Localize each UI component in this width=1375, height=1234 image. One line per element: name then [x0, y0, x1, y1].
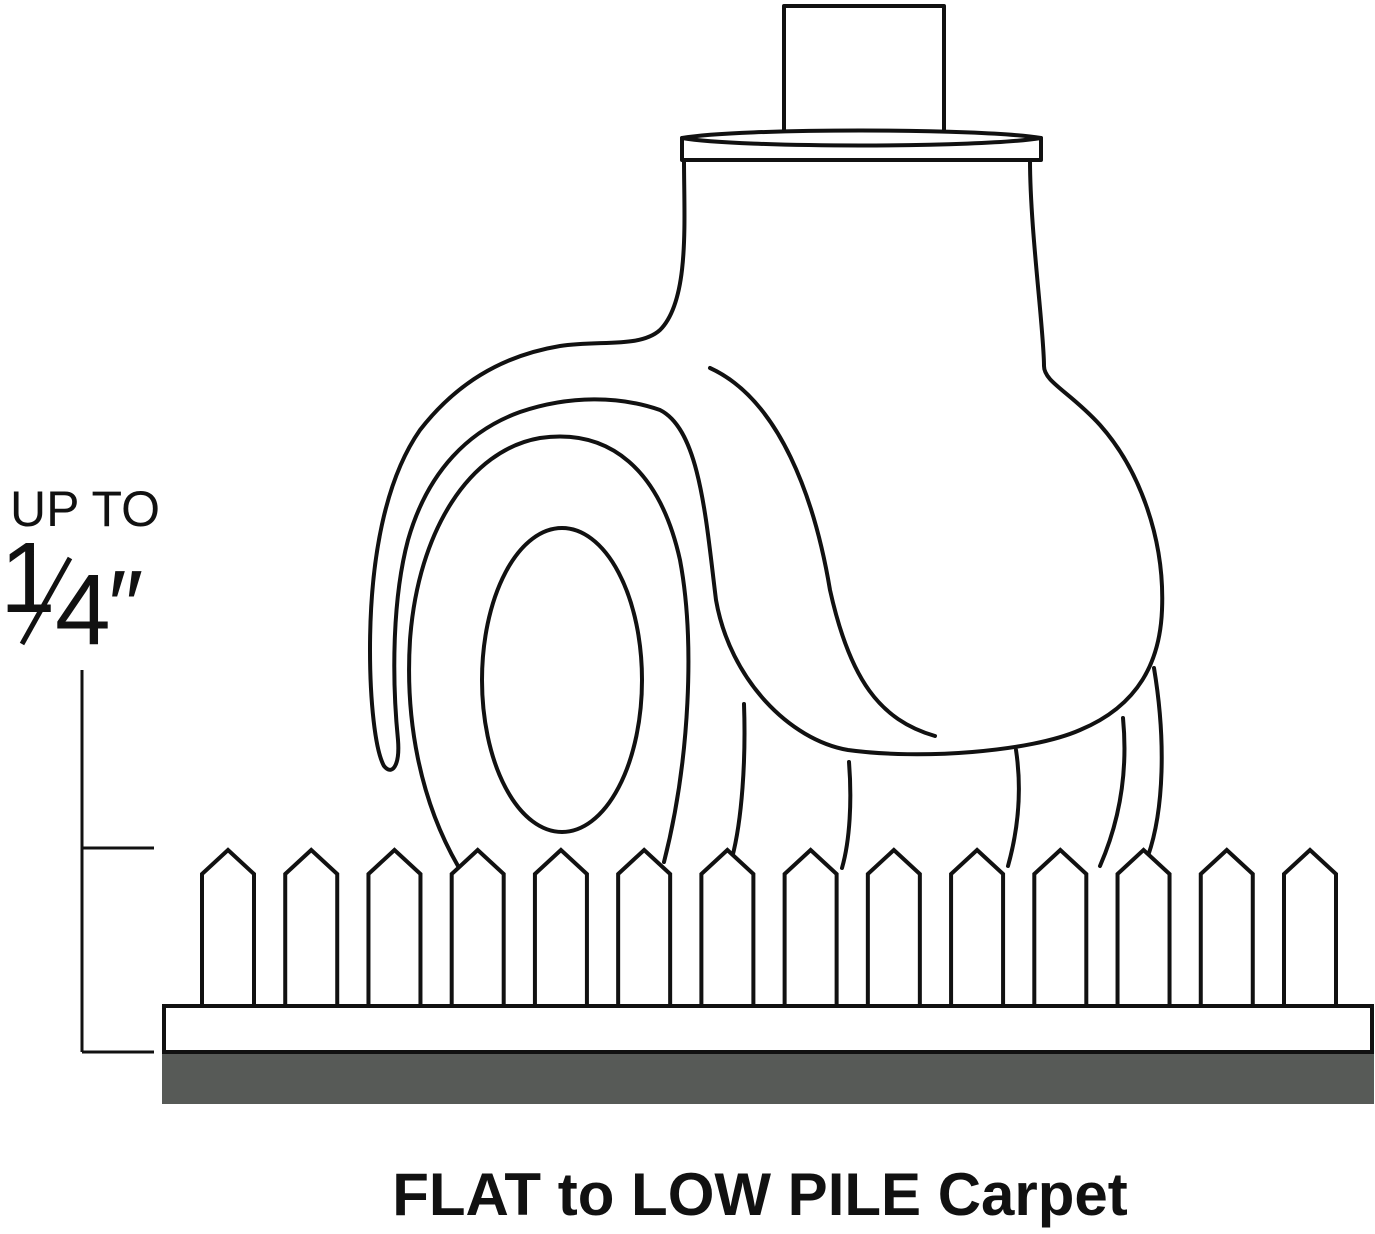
carpet-tuft	[1198, 847, 1255, 1004]
carpet-backing	[162, 1054, 1374, 1104]
carpet-type-caption: FLAT to LOW PILE Carpet	[392, 1161, 1128, 1228]
carpet-tuft	[1282, 847, 1338, 1004]
carpet-tuft	[782, 847, 839, 1004]
carpet-tuft	[616, 847, 673, 1004]
caster-wheel-illustration	[368, 4, 1165, 870]
wheel-edge-line-3	[1006, 748, 1021, 868]
carpet-base	[162, 1004, 1374, 1054]
carpet-tuft	[200, 847, 256, 1004]
caster-collar-rim	[680, 136, 1043, 148]
carpet-tuft	[1115, 847, 1172, 1004]
wheel-edge-line-4	[1098, 716, 1127, 868]
carpet-tuft	[532, 847, 589, 1004]
wheel-edge-line-2	[840, 760, 853, 870]
height-fraction: 1 4 ″	[0, 522, 143, 666]
wheel-edge-line-1	[730, 702, 747, 860]
caster-housing	[368, 158, 1165, 772]
caster-stem	[782, 4, 946, 144]
carpet-tuft	[1032, 847, 1089, 1004]
fraction-numerator: 1	[0, 522, 56, 634]
wheel-hub	[480, 526, 644, 834]
wheel-outer-arc	[407, 434, 691, 868]
carpet-tuft	[283, 847, 340, 1004]
carpet-tuft	[949, 847, 1006, 1004]
height-dimension-bracket	[80, 670, 154, 1054]
carpet-tuft	[699, 847, 756, 1004]
carpet-tuft	[865, 847, 922, 1004]
carpet	[162, 847, 1374, 1104]
housing-inner-curve	[708, 366, 937, 738]
fraction-slash	[19, 556, 73, 646]
fraction-denominator: 4	[55, 554, 111, 666]
carpet-tuft	[366, 847, 423, 1004]
carpet-tuft	[449, 847, 506, 1004]
height-prefix-label: UP TO	[10, 481, 160, 537]
fraction-inch-mark: ″	[108, 550, 143, 662]
carpet-tufts	[200, 847, 1338, 1004]
wheel-edge-line-5	[1146, 666, 1164, 858]
